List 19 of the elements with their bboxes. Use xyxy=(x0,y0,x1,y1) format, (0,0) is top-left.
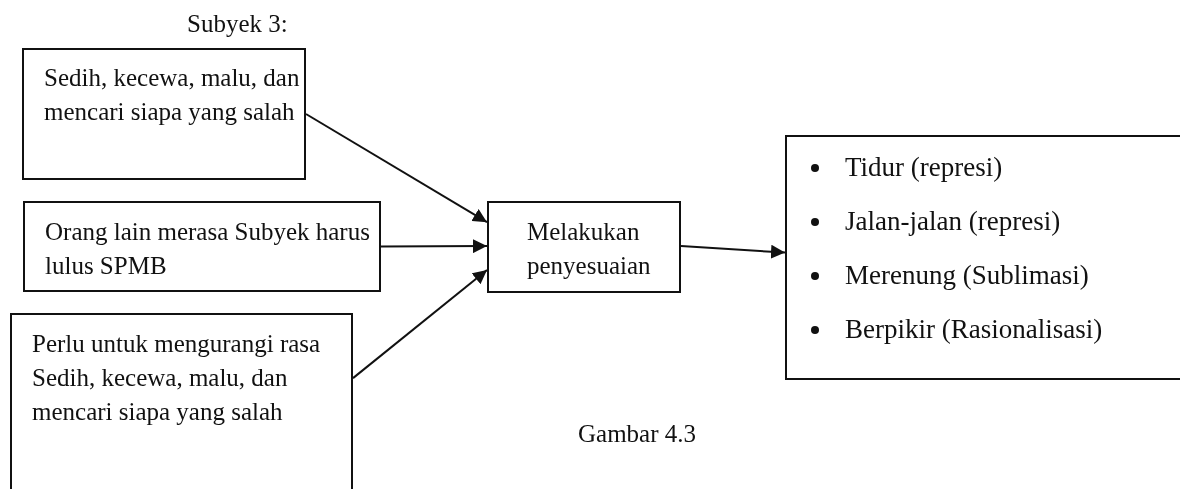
process-box xyxy=(487,201,681,293)
process-box xyxy=(10,313,353,489)
list-item: Merenung (Sublimasi) xyxy=(787,257,1180,311)
arrow xyxy=(352,269,488,380)
box-text: Sedih, kecewa, malu, dan mencari siapa yang salah xyxy=(44,63,301,127)
list-item: Berpikir (Rasionalisasi) xyxy=(787,311,1180,365)
box-text: Perlu untuk mengurangi rasa Sedih, kecewa, malu, dan mencari siapa yang salah xyxy=(32,329,322,427)
figure-caption: Gambar 4.3 xyxy=(578,420,697,448)
arrow xyxy=(305,113,488,224)
list-box xyxy=(785,135,1180,380)
list-item: Tidur (represi) xyxy=(787,149,1180,203)
box-text: Melakukan penyesuaian xyxy=(527,217,652,281)
process-box xyxy=(22,48,306,180)
heading-label: Subyek 3: xyxy=(187,10,288,38)
box-text: Orang lain merasa Subyek harus lulus SPMB xyxy=(45,217,371,281)
arrow xyxy=(680,244,786,259)
process-box xyxy=(23,201,381,292)
arrow xyxy=(380,239,488,254)
list-item: Jalan-jalan (represi) xyxy=(787,203,1180,257)
